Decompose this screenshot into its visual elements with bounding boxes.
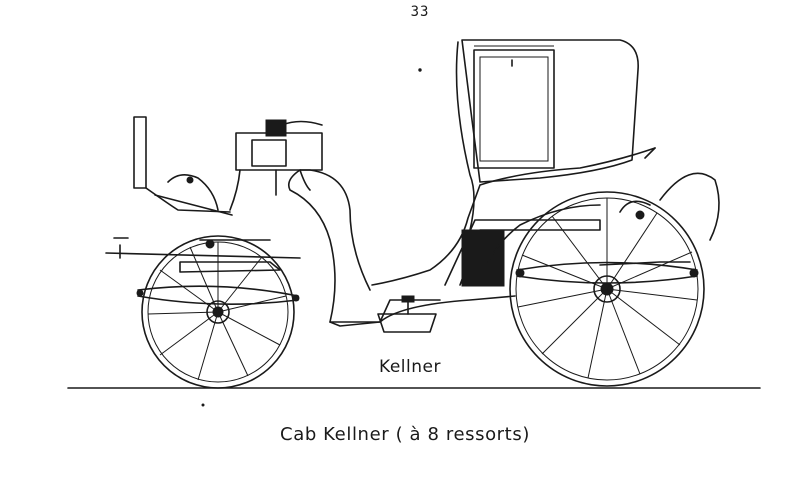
front-wheel: [141, 235, 295, 389]
plate-label: Kellner: [379, 357, 441, 377]
front-gear: [105, 237, 301, 305]
rear-wheel: [509, 191, 705, 387]
page-number: 33: [410, 4, 430, 20]
dashboard: [133, 116, 233, 216]
cab-body: [287, 39, 656, 333]
figure-caption: Cab Kellner ( à 8 ressorts): [280, 424, 530, 445]
rear-gear: [487, 147, 720, 284]
driver-box: [229, 119, 323, 211]
